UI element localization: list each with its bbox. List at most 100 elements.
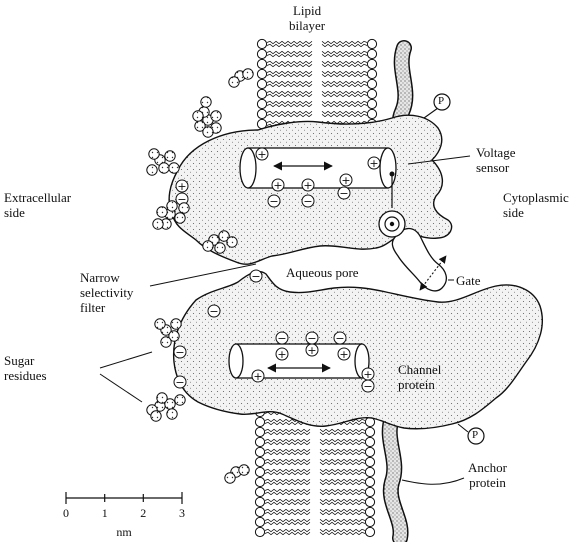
lipid-tail	[265, 432, 310, 434]
phosphate-top-label: P	[438, 94, 444, 109]
charge-sign: +	[369, 157, 378, 170]
lipid-head	[255, 417, 264, 426]
lipid-tail	[320, 482, 365, 484]
label-lipid-bilayer-line2: bilayer	[289, 18, 325, 33]
label-narrow-selectivity-filter: Narrow selectivity filter	[80, 270, 133, 315]
label-aqueous-pore-text: Aqueous pore	[286, 265, 359, 280]
lipid-tail	[322, 74, 367, 76]
lipid-tail	[320, 519, 365, 521]
lipid-head	[255, 427, 264, 436]
lipid-tail	[267, 114, 312, 116]
label-anchor-protein: Anchor protein	[468, 460, 507, 490]
sugar-bead	[157, 393, 167, 403]
lipid-head	[257, 69, 266, 78]
lipid-head	[367, 89, 376, 98]
lipid-tail	[265, 449, 310, 451]
lipid-tail	[265, 429, 310, 431]
lipid-head	[365, 427, 374, 436]
lipid-tail	[267, 104, 312, 106]
lipid-head	[365, 437, 374, 446]
lipid-tail	[322, 104, 367, 106]
lipid-tail	[320, 502, 365, 504]
scale-tick-3: 3	[179, 506, 185, 521]
phosphate-bottom	[458, 424, 484, 444]
charge-sign: −	[175, 346, 184, 359]
lipid-tail	[267, 71, 312, 73]
lipid-tail	[267, 94, 312, 96]
lipid-tail	[320, 459, 365, 461]
lipid-tail	[267, 101, 312, 103]
lipid-tail	[320, 442, 365, 444]
lipid-tail	[320, 499, 365, 501]
lipid-tail	[265, 492, 310, 494]
lipid-tail	[320, 489, 365, 491]
sugar-bead	[149, 149, 159, 159]
charge-sign: +	[341, 174, 350, 187]
label-voltage-sensor-line2: sensor	[476, 160, 515, 175]
sugar-bead	[159, 163, 169, 173]
lipid-head	[365, 527, 374, 536]
lipid-head	[255, 477, 264, 486]
lipid-head	[365, 447, 374, 456]
lipid-tail	[265, 499, 310, 501]
lipid-tail	[322, 94, 367, 96]
lipid-tail	[265, 502, 310, 504]
lipid-tail	[267, 41, 312, 43]
charge-sign: +	[307, 344, 316, 357]
lipid-head	[257, 49, 266, 58]
lipid-tail	[322, 101, 367, 103]
lipid-tail	[267, 54, 312, 56]
lipid-tail	[320, 429, 365, 431]
lipid-tail	[267, 74, 312, 76]
lipid-tail	[322, 114, 367, 116]
lipid-tail	[267, 61, 312, 63]
sugar-bead	[193, 111, 203, 121]
lipid-head	[255, 467, 264, 476]
sugar-bead	[225, 473, 235, 483]
label-extracellular-line1: Extracellular	[4, 190, 71, 205]
label-channel-line1: Channel	[398, 362, 441, 377]
sugar-bead	[211, 111, 221, 121]
lipid-tail	[267, 81, 312, 83]
sugar-bead	[147, 165, 157, 175]
label-cytoplasmic-line2: side	[503, 205, 569, 220]
label-narrow-line1: Narrow	[80, 270, 133, 285]
lipid-tail	[320, 432, 365, 434]
phosphate-bottom-label: P	[472, 428, 478, 443]
lipid-tail	[267, 44, 312, 46]
label-extracellular-side: Extracellular side	[4, 190, 71, 220]
lipid-tail	[265, 529, 310, 531]
sugar-bead	[175, 395, 185, 405]
lipid-head	[367, 79, 376, 88]
lipid-tail	[320, 522, 365, 524]
label-aqueous-pore: Aqueous pore	[286, 265, 359, 280]
lipid-tail	[320, 509, 365, 511]
lipid-tail	[322, 44, 367, 46]
label-cytoplasmic-line1: Cytoplasmic	[503, 190, 569, 205]
scale-tick-0: 0	[63, 506, 69, 521]
lipid-tail	[320, 479, 365, 481]
lipid-head	[255, 437, 264, 446]
lipid-tail	[265, 509, 310, 511]
lipid-head	[255, 507, 264, 516]
lipid-head	[367, 99, 376, 108]
charge-sign: −	[303, 195, 312, 208]
label-anchor-line1: Anchor	[468, 460, 507, 475]
charge-sign: −	[209, 305, 218, 318]
lipid-head	[257, 79, 266, 88]
phosphate-bottom-symbol: P	[472, 429, 478, 441]
charge-sign: +	[273, 179, 282, 192]
label-narrow-line3: filter	[80, 300, 133, 315]
charge-sign: +	[177, 180, 186, 193]
lipid-head	[367, 49, 376, 58]
sugar-bead	[239, 465, 249, 475]
charge-sign: −	[339, 187, 348, 200]
sugar-bead	[203, 241, 213, 251]
sugar-bead	[243, 69, 253, 79]
lipid-head	[365, 467, 374, 476]
lipid-tail	[320, 469, 365, 471]
lipid-tail	[320, 452, 365, 454]
sugar-bead	[229, 77, 239, 87]
sugar-bead	[151, 411, 161, 421]
